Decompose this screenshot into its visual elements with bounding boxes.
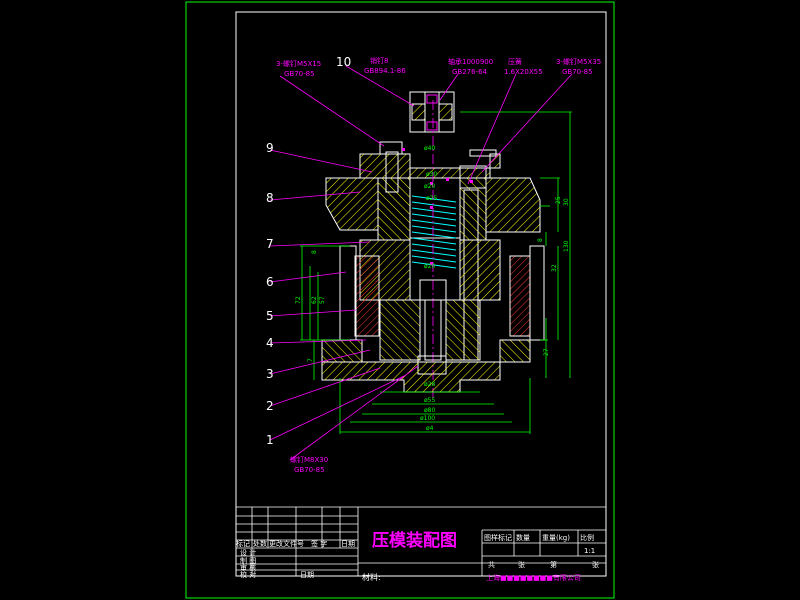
dim-dia-6: ø28 — [424, 381, 435, 388]
part-number-10: 10 — [336, 55, 351, 69]
dim-v-r2: 30 — [563, 198, 570, 206]
title-block-grid — [236, 506, 606, 576]
role-check: 校 对 — [240, 570, 256, 579]
dim-dia-5: ø20 — [424, 263, 435, 270]
dim-v-l1: 72 — [295, 296, 302, 304]
dim-dia-3: ø20 — [424, 183, 435, 190]
note-3-line2: GB276-64 — [452, 68, 488, 76]
dim-dia-8: ø80 — [424, 407, 435, 414]
dim-v-r5: 130 — [563, 240, 570, 252]
part-number-1: 1 — [266, 433, 274, 447]
dim-dia-7: ø55 — [424, 397, 435, 404]
section-view — [321, 91, 545, 400]
part-number-6: 6 — [266, 275, 274, 289]
part-number-3: 3 — [266, 367, 274, 381]
part-number-labels: 1 2 3 4 5 6 7 8 9 10 — [266, 55, 351, 447]
part-number-5: 5 — [266, 309, 274, 323]
sheet-unit-1: 张 — [518, 560, 525, 569]
dim-v-r1: 25 — [555, 196, 562, 204]
sheet-unit-2: 张 — [592, 560, 599, 569]
outer-border — [185, 1, 615, 599]
note-3-line1: 轴承1000900 — [448, 57, 493, 66]
dim-v-r4: 32 — [551, 264, 558, 272]
right-header-2: 数量 — [516, 533, 530, 542]
scale-value: 1:1 — [584, 547, 595, 555]
right-header-4: 比例 — [580, 533, 594, 542]
bottom-note-line1: 螺钉M8X30 — [290, 455, 328, 464]
right-header-3: 重量(kg) — [542, 534, 570, 542]
role-draft: 制 图 — [240, 556, 256, 565]
dimension-lines — [300, 111, 572, 434]
rev-header-4: 签 字 — [311, 539, 327, 548]
sheet-index-label: 第 — [550, 560, 557, 569]
note-5-line2: GB70-85 — [562, 68, 593, 76]
role-design: 设 计 — [240, 548, 256, 557]
top-callout-notes: 3-螺钉M5X15 GB70-85 销钉8 GB894.1-86 轴承10009… — [276, 56, 601, 474]
title-block-text: 标记 处数 更改文件号 签 字 日期 设 计 制 图 审 核 校 对 日期 图样… — [236, 533, 599, 579]
dim-v-r3: 8 — [537, 238, 544, 242]
sheet-total-label: 共 — [488, 560, 495, 569]
rev-header-2: 处数 — [253, 539, 267, 548]
dim-dia-9: ø100 — [420, 415, 435, 422]
right-header-1: 图样标记 — [484, 533, 512, 542]
material-label: 材料: — [362, 572, 381, 582]
part-number-4: 4 — [266, 336, 274, 350]
part-number-9: 9 — [266, 141, 274, 155]
rev-header-1: 标记 — [236, 539, 250, 548]
dim-dia-1: ø40 — [424, 145, 435, 152]
company-name: 上海■■■■■■■■有限公司 — [486, 573, 581, 582]
dim-v-r6: 27 — [543, 348, 550, 356]
note-5-line1: 3-螺钉M5X35 — [556, 57, 601, 66]
part-number-7: 7 — [266, 237, 274, 251]
part-number-2: 2 — [266, 399, 274, 413]
inner-border — [235, 11, 607, 577]
leader-lines — [269, 65, 573, 461]
spring-coils — [411, 195, 457, 269]
dim-dia-4: ø25 — [426, 195, 437, 202]
dim-dia-10: ø4 — [426, 425, 434, 432]
note-2-line2: GB894.1-86 — [364, 67, 406, 75]
note-2-line1: 销钉8 — [370, 56, 388, 65]
note-4-line2: 1.6X20X55 — [504, 68, 543, 76]
center-marks — [402, 148, 473, 265]
dim-v-l3: 57 — [319, 296, 326, 304]
note-4-line1: 压簧 — [508, 57, 522, 66]
note-1-line2: GB70-85 — [284, 70, 315, 78]
drawing-title: 压模装配图 — [372, 530, 457, 551]
rev-header-5: 日期 — [341, 540, 355, 548]
note-1-line1: 3-螺钉M5X15 — [276, 59, 321, 68]
bottom-note-line2: GB70-85 — [294, 466, 325, 474]
dimension-labels: ø40 ø30 ø20 ø25 ø20 ø28 ø55 ø80 ø100 ø4 … — [295, 145, 570, 432]
dim-dia-2: ø30 — [426, 171, 437, 178]
dim-v-l4: 8 — [311, 250, 318, 254]
dim-v-l5: 7 — [307, 358, 314, 362]
rev-header-3: 更改文件号 — [269, 539, 304, 548]
role-review: 审 核 — [240, 563, 256, 572]
date-label: 日期 — [300, 571, 314, 579]
part-number-8: 8 — [266, 191, 274, 205]
dim-v-l2: 62 — [311, 296, 318, 304]
